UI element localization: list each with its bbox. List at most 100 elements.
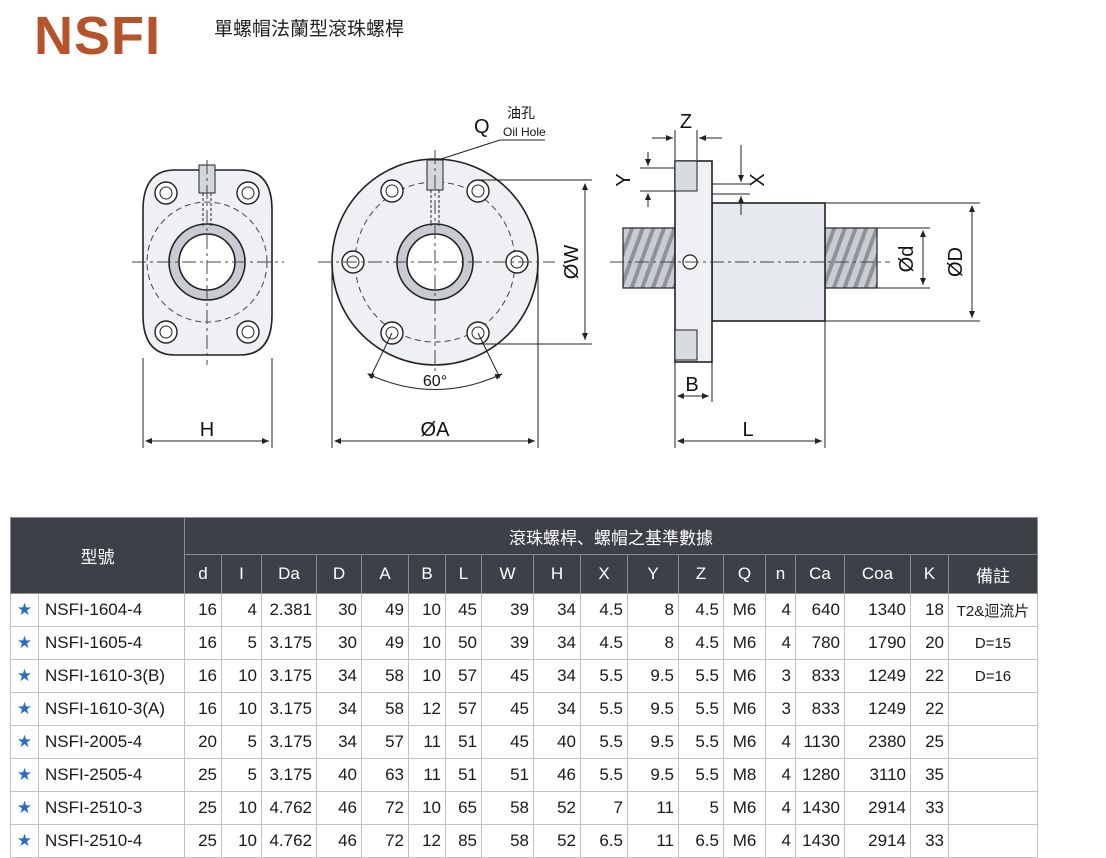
- value-cell: 46: [316, 824, 362, 858]
- note-cell: [948, 692, 1038, 726]
- value-cell: 49: [361, 626, 409, 660]
- value-cell: 1430: [795, 824, 845, 858]
- value-cell: 30: [316, 593, 362, 627]
- value-cell: 22: [910, 659, 949, 693]
- value-cell: 1249: [844, 659, 911, 693]
- value-cell: 20: [910, 626, 949, 660]
- value-cell: 3.175: [261, 659, 317, 693]
- value-cell: 6.5: [678, 824, 724, 858]
- column-header: Y: [627, 554, 679, 594]
- value-cell: 3110: [844, 758, 911, 792]
- model-cell: NSFI-2510-3: [38, 791, 185, 825]
- value-cell: 833: [795, 692, 845, 726]
- value-cell: 57: [445, 659, 482, 693]
- value-cell: 12: [408, 692, 446, 726]
- value-cell: 10: [408, 626, 446, 660]
- column-header: Coa: [844, 554, 911, 594]
- value-cell: 65: [445, 791, 482, 825]
- value-cell: 780: [795, 626, 845, 660]
- value-cell: 4: [765, 626, 796, 660]
- dim-a-label: ØA: [421, 419, 451, 441]
- oil-hole-en-label: Oil Hole: [503, 125, 546, 139]
- value-cell: M6: [723, 626, 766, 660]
- value-cell: 3.175: [261, 725, 317, 759]
- value-cell: 5.5: [580, 725, 628, 759]
- value-cell: 5: [221, 758, 262, 792]
- value-cell: 16: [184, 626, 222, 660]
- column-header: Z: [678, 554, 724, 594]
- value-cell: 45: [481, 725, 534, 759]
- value-cell: 640: [795, 593, 845, 627]
- column-header: B: [408, 554, 446, 594]
- value-cell: 72: [361, 791, 409, 825]
- value-cell: M8: [723, 758, 766, 792]
- value-cell: 34: [533, 659, 581, 693]
- value-cell: 46: [316, 791, 362, 825]
- value-cell: M6: [723, 824, 766, 858]
- value-cell: 45: [481, 692, 534, 726]
- column-header: n: [765, 554, 796, 594]
- side-view: Z Y X Ød ØD B L: [610, 111, 980, 448]
- value-cell: 4: [765, 725, 796, 759]
- value-cell: 18: [910, 593, 949, 627]
- column-header: W: [481, 554, 534, 594]
- value-cell: 5.5: [678, 659, 724, 693]
- value-cell: 52: [533, 824, 581, 858]
- technical-drawing: H Q 油孔 Oil Hole 60°: [132, 105, 980, 448]
- value-cell: 1430: [795, 791, 845, 825]
- value-cell: 5: [221, 725, 262, 759]
- value-cell: M6: [723, 791, 766, 825]
- value-cell: 49: [361, 593, 409, 627]
- value-cell: 4.5: [678, 593, 724, 627]
- value-cell: 10: [221, 824, 262, 858]
- note-cell: [948, 725, 1038, 759]
- value-cell: 833: [795, 659, 845, 693]
- note-cell: [948, 791, 1038, 825]
- column-header: X: [580, 554, 628, 594]
- value-cell: M6: [723, 593, 766, 627]
- value-cell: 16: [184, 692, 222, 726]
- page-title: 單螺帽法蘭型滾珠螺桿: [214, 18, 405, 40]
- value-cell: 2914: [844, 791, 911, 825]
- value-cell: 33: [910, 791, 949, 825]
- dim-d-big-label: ØD: [945, 247, 967, 277]
- oil-hole-cn-label: 油孔: [507, 105, 535, 121]
- value-cell: 16: [184, 659, 222, 693]
- value-cell: 5: [221, 626, 262, 660]
- column-header: 備註: [948, 554, 1038, 594]
- value-cell: 7: [580, 791, 628, 825]
- value-cell: 2914: [844, 824, 911, 858]
- value-cell: 20: [184, 725, 222, 759]
- column-header: H: [533, 554, 581, 594]
- value-cell: 5.5: [580, 758, 628, 792]
- value-cell: 50: [445, 626, 482, 660]
- value-cell: 8: [627, 626, 679, 660]
- value-cell: 16: [184, 593, 222, 627]
- value-cell: 9.5: [627, 659, 679, 693]
- value-cell: 40: [316, 758, 362, 792]
- value-cell: 1130: [795, 725, 845, 759]
- value-cell: 51: [445, 758, 482, 792]
- value-cell: 1790: [844, 626, 911, 660]
- value-cell: 8: [627, 593, 679, 627]
- column-header: Q: [723, 554, 766, 594]
- value-cell: 25: [184, 758, 222, 792]
- value-cell: 58: [361, 692, 409, 726]
- model-cell: NSFI-1605-4: [38, 626, 185, 660]
- value-cell: 25: [184, 791, 222, 825]
- value-cell: 9.5: [627, 692, 679, 726]
- dim-z-label: Z: [680, 111, 692, 133]
- value-cell: 1280: [795, 758, 845, 792]
- value-cell: 40: [533, 725, 581, 759]
- value-cell: 4.5: [580, 593, 628, 627]
- value-cell: 11: [627, 824, 679, 858]
- value-cell: 85: [445, 824, 482, 858]
- value-cell: 9.5: [627, 758, 679, 792]
